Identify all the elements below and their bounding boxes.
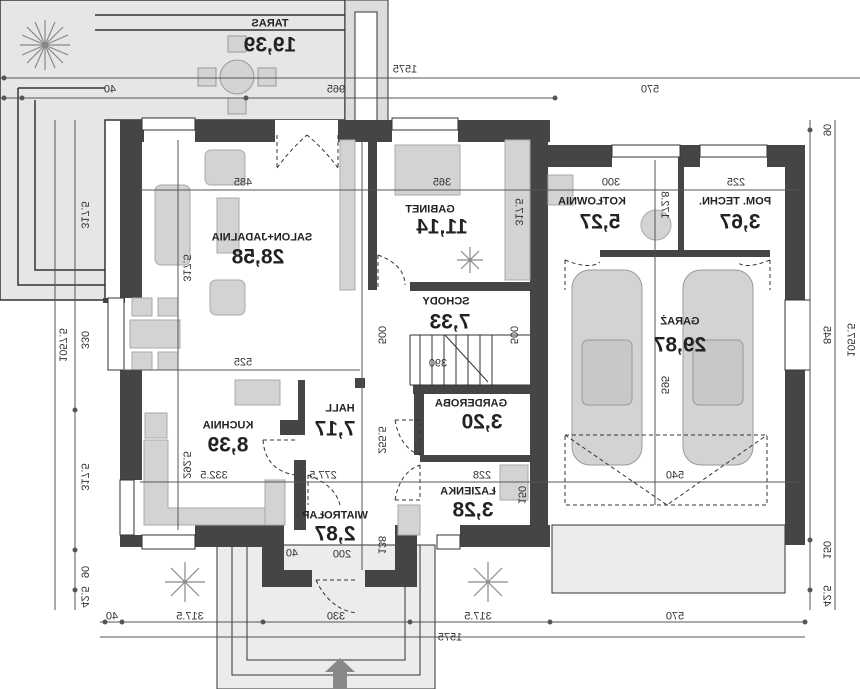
dimension-label: 500 (507, 325, 520, 345)
doors (262, 134, 771, 614)
dimension-label: 317.5 (78, 201, 91, 229)
dimension-label: 40 (105, 610, 119, 623)
dimension-lines (0, 75, 860, 638)
room-name-lazienka: ŁAZIENKA (440, 485, 496, 498)
dimension-label: 90 (78, 565, 91, 579)
windows (107, 117, 811, 550)
room-area-gabinet: 11,14 (416, 215, 468, 239)
room-name-garderoba: GARDEROBA (434, 397, 508, 410)
dimension-label: 332.5 (200, 469, 228, 482)
dimension-label: 1575 (392, 63, 418, 76)
dimension-label: 150 (515, 485, 528, 505)
dimension-label: 570 (665, 610, 685, 623)
room-area-schody: 7,33 (429, 310, 471, 334)
garage-door-swing (564, 434, 768, 506)
dimension-label: 570 (640, 83, 660, 96)
dimension-label: 330 (78, 330, 91, 350)
dimension-label: 172.8 (658, 191, 671, 219)
dimension-label: 90 (820, 123, 833, 137)
room-name-salon: SALON+JADALNIA (211, 231, 313, 244)
room-area-hall: 7,17 (314, 417, 356, 441)
dimension-label: 390 (428, 357, 448, 370)
room-name-wiatrolap: WIATROŁAP (302, 509, 368, 522)
dimension-label: 317.5 (78, 463, 91, 491)
dimension-label: 595 (658, 375, 671, 395)
dimension-label: 200 (332, 548, 352, 561)
dimension-label: 485 (233, 176, 253, 189)
dimension-label: 317.5 (464, 610, 492, 623)
dimension-label: 845 (820, 325, 833, 345)
dimension-label: 300 (601, 176, 621, 189)
dimension-label: 965 (326, 83, 346, 96)
dimension-label: 292.5 (180, 451, 193, 479)
dimension-label: 525 (233, 356, 253, 369)
dimension-label: 40 (103, 83, 117, 96)
dimension-label: 42.5 (78, 586, 91, 608)
room-area-garaz: 29,87 (653, 333, 707, 357)
plant-icon (165, 247, 508, 602)
dimension-label: 225 (726, 176, 746, 189)
dimension-label: 1575 (437, 631, 463, 644)
dimension-label: 500 (375, 325, 388, 345)
dimension-label: 317.5 (512, 198, 525, 226)
terrace-table (197, 35, 277, 115)
furniture (129, 139, 672, 536)
dimension-label: 317.5 (180, 254, 193, 282)
garage-apron (551, 524, 786, 594)
stairs (409, 334, 530, 386)
dimension-label: 150 (820, 540, 833, 560)
room-area-kuchnia: 8,39 (207, 433, 249, 457)
dimension-label: 1057.5 (844, 323, 857, 357)
plant-icon (20, 20, 70, 70)
room-area-garderoba: 3,20 (461, 410, 503, 434)
dimension-label: 365 (432, 176, 452, 189)
room-area-pom-techn: 3,67 (719, 210, 761, 234)
room-name-kuchnia: KUCHNIA (202, 419, 254, 432)
room-name-pom-techn: POM. TECHN. (698, 195, 772, 208)
pillar (344, 0, 389, 123)
room-area-lazienka: 3,28 (452, 498, 494, 522)
room-area-wiatrolap: 2,87 (314, 522, 356, 546)
dimension-label: 317.5 (176, 610, 204, 623)
room-area-taras: 19,39 (243, 33, 297, 57)
room-name-hall: HALL (325, 402, 355, 415)
room-area-salon: 28,58 (231, 245, 285, 269)
walls (103, 120, 805, 587)
dimension-label: 40 (285, 547, 299, 560)
dimension-label: 540 (665, 469, 685, 482)
dimension-label: 228 (472, 469, 492, 482)
dimension-label: 42.5 (820, 585, 833, 607)
room-name-garaz: GARAŻ (660, 315, 700, 328)
room-name-gabinet: GABINET (405, 203, 455, 216)
room-name-taras: TARAS (251, 17, 289, 30)
dimension-label: 138 (375, 535, 388, 555)
room-name-schody: SCHODY (422, 295, 470, 308)
room-area-kotlownia: 5,27 (579, 210, 621, 234)
dimension-label: 1057.5 (56, 328, 69, 362)
room-name-kotlownia: KOTŁOWNIA (558, 195, 626, 208)
dimension-label: 255.5 (375, 426, 388, 454)
entrance-arrow-icon (325, 658, 355, 689)
dimension-label: 330 (326, 610, 346, 623)
dimension-label: 277.5 (309, 469, 337, 482)
cars (571, 269, 754, 466)
